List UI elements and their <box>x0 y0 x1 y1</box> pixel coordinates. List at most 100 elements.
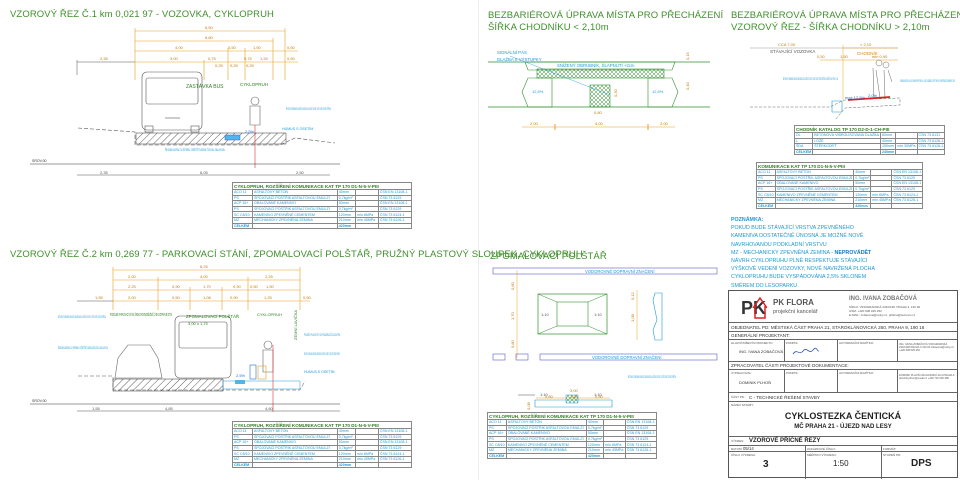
dimension-label: 1,25 <box>264 295 273 300</box>
dimension-label: 1,25 <box>260 56 269 61</box>
dimension-label: 0,08 <box>526 401 531 410</box>
cushion-drawing: VODOROVNÉ DOPRAVNÍ ZNAČENÍ VODOROVNÉ DOP… <box>492 267 718 408</box>
table-cell: SC C8/10 <box>487 441 507 448</box>
note-line: NÁVRH CYKLOPRUHU PLNĚ RESPEKTUJE STÁVAJÍ… <box>731 258 868 265</box>
crossing-narrow-title-2: ŠÍŘKA CHODNÍKU < 2,10m <box>488 22 609 33</box>
table-cell <box>895 148 918 156</box>
cushion-plan <box>537 293 608 335</box>
dimension-label: 0,50 <box>250 284 259 289</box>
drawn-name: DOMINIK PLHOŇ <box>739 380 772 385</box>
dimension-label: 0,80 <box>510 339 515 348</box>
label-curb-wide: BETONOVÝ OBRUBNÍK SILNIČNÍ 250/250/1000 … <box>783 76 838 81</box>
table-cell: SC C8/10 <box>231 211 254 218</box>
project-subtitle: MČ PRAHA 21 - ÚJEZD NAD LESY <box>794 424 892 430</box>
pavement-table-3: CYKLOPRUH, ROZŠÍŘENÍ KOMUNIKACE KAT TP 1… <box>487 412 658 460</box>
table-cell: 150mm <box>879 143 897 150</box>
company-subtitle: projekční kancelář <box>773 309 818 315</box>
dimension-label: 2,35 <box>100 170 109 175</box>
dimension-label: 2,00 <box>530 121 539 126</box>
dimension-label: 2,35 <box>100 56 109 61</box>
label-cushion-size: 3,00 x 1,70 <box>188 321 209 326</box>
crossing-narrow-title-1: BEZBARIÉROVÁ ÚPRAVA MÍSTA PRO PŘECHÁZENÍ <box>488 10 724 21</box>
note-heading: POZNÁMKA: <box>731 217 764 223</box>
table-cell: SPOJOVACÍ POSTŘIK ASFALTOVOU EMULZÍ <box>252 444 338 452</box>
dimension-label: 3,00 <box>170 56 179 61</box>
table-cell: 210mm <box>336 456 357 463</box>
table-cell: SC C8/10 <box>231 450 254 457</box>
table-cell: min 45MPa <box>603 447 626 454</box>
label-marking-top: VODOROVNÉ DOPRAVNÍ ZNAČENÍ <box>585 269 655 274</box>
part-value: C - TECHNICKÉ ŘEŠENÍ STAVBY <box>749 395 820 400</box>
table-cell: 420mm <box>853 202 872 210</box>
dimension-label: 0,90 <box>172 284 181 289</box>
marking-bottom <box>539 353 718 361</box>
table-cell <box>624 452 658 460</box>
table-cell <box>870 202 893 210</box>
format-label: FORMÁT: <box>883 447 897 451</box>
stamp-label: AUTORIZAČNÍ RAZÍTKO: <box>839 341 874 345</box>
dimension-label: 0,80 <box>510 281 515 290</box>
table-cell: PS <box>231 444 254 452</box>
label-parking: PODÉLNÉ PARKOVACÍ STÁNÍ ŠIKMO ROVNOBĚŽNĚ… <box>110 312 172 317</box>
label-cushion: ZPOMALOVACÍ POLŠTÁŘ <box>186 314 239 319</box>
table-cell: min 45MPa <box>870 197 893 204</box>
table-cell: ACP 16+ <box>756 180 776 187</box>
table-cell: 0,7kg/m² <box>336 444 357 452</box>
label-sidewalk: CHODNÍK <box>857 50 878 56</box>
dimension-label: 0,50 <box>172 295 181 300</box>
dimension-label: 4,85 <box>165 406 174 411</box>
table-cell: KOMUNIKACE KAT TP 170 D1-N-5-V-PIII <box>755 162 924 170</box>
table-cell: ČSN 73 6124-1 <box>377 450 413 457</box>
table-cell <box>252 222 338 230</box>
dimension-label: 1,55 <box>95 295 104 300</box>
table-cell: min 45MPa <box>355 456 379 463</box>
label-ratio-left: 1:10 <box>541 312 550 317</box>
table-cell: CELKEM <box>487 452 507 460</box>
table-header: CHODNÍK KATALOG TP 170 D2-D-1-CH-PIII <box>793 125 946 133</box>
car-icon <box>114 344 163 379</box>
dimension-label: 1,08 <box>630 313 635 322</box>
signature-label: PODPIS: <box>786 341 799 345</box>
stage-value: DPS <box>911 458 932 469</box>
dimension-label: 0,12 <box>630 291 635 300</box>
label-ratio-right: 1:10 <box>594 312 603 317</box>
dimension-label: 1,50 <box>266 284 275 289</box>
table-cell: SPOJOVACÍ POSTŘIK ASFALTOVOU EMULZÍ <box>252 205 338 213</box>
table-cell <box>355 222 379 230</box>
dimension-label: 1,50 <box>840 54 849 59</box>
table-header: CYKLOPRUH, ROZŠÍŘENÍ KOMUNIKACE KAT TP 1… <box>487 412 657 420</box>
table-cell: CYKLOPRUH, ROZŠÍŘENÍ KOMUNIKACE KAT TP 1… <box>232 421 412 429</box>
dimension-label: 0,75 <box>244 56 253 61</box>
table-cell: SPOJOVACÍ POSTŘIK ASFALTOVOU EMULZÍ <box>774 185 855 193</box>
table-cell: SPOJOVACÍ POSTŘIK ASFALTOVOU EMULZÍ <box>505 435 587 443</box>
cyclist-icon-2 <box>262 340 274 412</box>
crossing-narrow-drawing: SIGNÁLNÍ PÁS DLAŽBA S VÝSTUPKY SNÍŽENÝ O… <box>488 50 710 130</box>
label-datum: SROV.00 <box>32 159 47 163</box>
crossing-wide-drawing: STÁVAJÍCÍ VOZOVKA CHODNÍK BETONOVÝ OBRUB… <box>750 45 955 121</box>
label-paving: DLAŽBA S VÝSTUPKY <box>497 57 542 62</box>
table-cell: 0,7kg/m² <box>853 185 872 193</box>
dimension-label: 2,25 <box>265 274 274 279</box>
contract-label: ZAKÁZKOVÉ ČÍSLO: <box>807 447 836 451</box>
table-cell: ČSN 73 6126-1 <box>916 143 946 150</box>
table-cell: ČSN EN 13108-1 <box>624 419 658 426</box>
pavement-table-2: CYKLOPRUH, ROZŠÍŘENÍ KOMUNIKACE KAT TP 1… <box>231 421 413 469</box>
table-cell: ČSN EN 13108-1 <box>377 189 413 196</box>
dimension-label: 0,50 <box>817 54 826 59</box>
dimension-label: 0,25 <box>215 63 224 68</box>
